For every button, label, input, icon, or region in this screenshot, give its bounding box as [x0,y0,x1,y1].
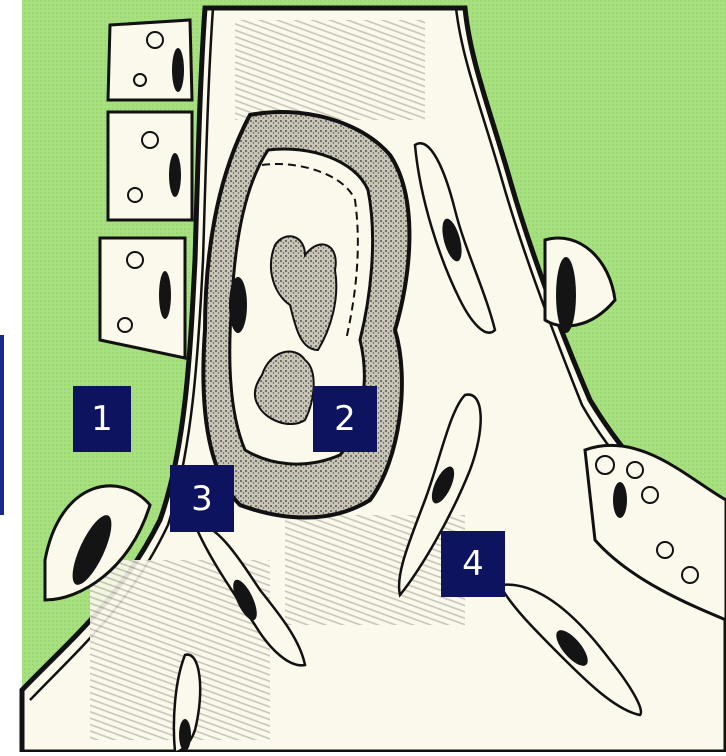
collagen-fibers-top [235,20,425,120]
label-3-text: 3 [191,479,213,519]
label-1-text: 1 [91,399,113,439]
type2-pneumocyte-group-left [100,20,192,358]
label-3: 3 [170,465,234,532]
label-1: 1 [73,386,131,452]
label-2: 2 [313,386,377,452]
label-2-text: 2 [334,399,356,439]
label-4: 4 [441,531,505,597]
label-4-text: 4 [462,544,484,584]
type1-nucleus-right [556,257,576,333]
endothelial-nucleus [229,277,247,333]
edge-marker [0,335,4,515]
